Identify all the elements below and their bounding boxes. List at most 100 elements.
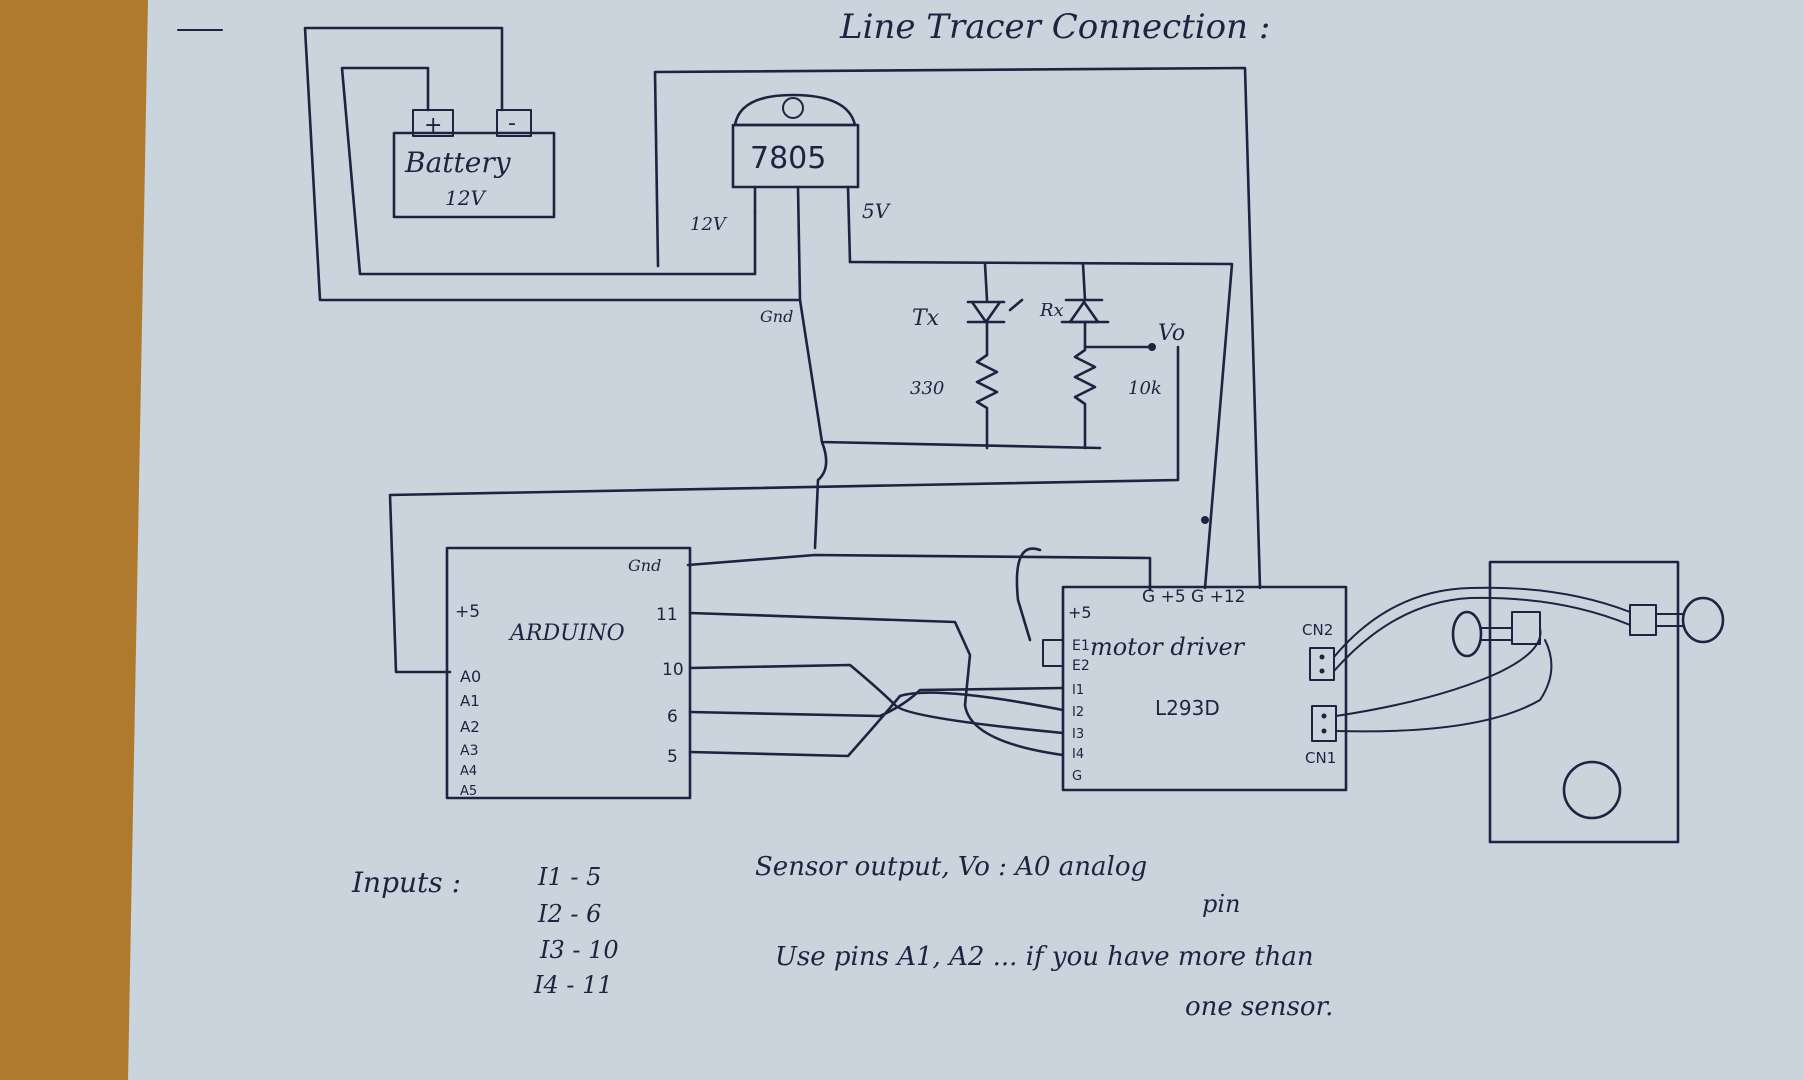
vo-to-a0-wire xyxy=(388,345,1180,674)
battery-minus-terminal xyxy=(496,109,532,137)
battery-minus-wire xyxy=(303,26,802,302)
battery-label: Battery xyxy=(404,146,512,179)
input-mapping-1: I1 - 5 xyxy=(537,863,601,891)
driver-pin-g: G xyxy=(1072,769,1082,784)
cn1-pin-a xyxy=(1321,713,1327,719)
resistor-10k-label: 10k xyxy=(1128,378,1162,399)
cn2-motor-wire-a xyxy=(1333,586,1631,658)
input-mapping-2: I2 - 6 xyxy=(537,900,601,928)
driver-label: motor driver xyxy=(1090,633,1246,661)
driver-pin-e1: E1 xyxy=(1072,638,1090,654)
tx-label: Tx xyxy=(912,306,940,331)
inputs-heading: Inputs : xyxy=(351,866,461,899)
five-volt-junction xyxy=(1201,516,1209,524)
regulator-ground-label: Gnd xyxy=(760,307,793,326)
left-wheel xyxy=(1451,610,1483,658)
paper-sheet xyxy=(128,0,1803,1080)
right-wheel xyxy=(1681,596,1725,644)
arduino-body xyxy=(445,546,692,800)
cn2-pin-a xyxy=(1319,654,1325,660)
driver-chip-label: L293D xyxy=(1155,696,1220,720)
regulator-tab xyxy=(733,93,857,127)
pin6-to-i2-wire xyxy=(688,686,1065,718)
arduino-pin-6: 6 xyxy=(667,707,678,727)
cn1-connector xyxy=(1311,705,1337,742)
pin11-to-i4-wire xyxy=(688,611,1065,757)
driver-pin-5v: +5 xyxy=(1068,603,1092,622)
input-mapping-4: I4 - 11 xyxy=(533,971,613,999)
driver-pin-i3: I3 xyxy=(1072,727,1084,742)
extra-sensor-note: Use pins A1, A2 ... if you have more tha… xyxy=(775,942,1314,972)
arduino-pin-gnd: Gnd xyxy=(628,556,661,575)
right-axle xyxy=(1655,613,1684,627)
sensor-output-note-cont: pin xyxy=(1202,890,1241,918)
driver-pin-i4: I4 xyxy=(1072,747,1084,762)
resistor-10k xyxy=(1073,320,1097,450)
driver-pin-e2: E2 xyxy=(1072,658,1090,674)
arduino-label: ARDUINO xyxy=(508,621,625,646)
cn2-connector xyxy=(1309,647,1335,681)
driver-top-pins: G +5 G +12 xyxy=(1142,587,1246,607)
arduino-pin-a2: A2 xyxy=(460,718,480,736)
arduino-pin-5v: +5 xyxy=(455,602,480,622)
cn1-label: CN1 xyxy=(1305,749,1336,767)
five-volt-rail xyxy=(848,260,1234,590)
regulator-body xyxy=(731,123,860,189)
twelve-volt-rail xyxy=(653,66,1262,590)
cn1-motor-wire-a xyxy=(1335,627,1542,717)
arduino-pin-a0: A0 xyxy=(460,667,481,686)
battery-voltage: 12V xyxy=(445,186,487,210)
battery-plus-terminal xyxy=(412,109,454,137)
battery-body xyxy=(392,131,556,219)
cn2-motor-wire-b xyxy=(1333,596,1631,672)
regulator-mount-hole xyxy=(782,97,804,119)
right-motor xyxy=(1629,604,1657,636)
caster-wheel xyxy=(1562,760,1622,820)
rx-label: Rx xyxy=(1039,300,1064,321)
arduino-pin-10: 10 xyxy=(662,660,684,680)
sensor-supply-wire xyxy=(983,262,1087,302)
battery-minus-label: - xyxy=(508,111,516,136)
arduino-pin-a1: A1 xyxy=(460,692,480,710)
regulator-label: 7805 xyxy=(750,141,826,176)
diagram-title: Line Tracer Connection : xyxy=(839,7,1270,47)
battery-component: + - Battery 12V xyxy=(392,109,556,219)
resistor-330 xyxy=(975,320,999,450)
driver-pin-i1: I1 xyxy=(1072,683,1084,698)
ground-to-arduino-wire xyxy=(813,440,828,550)
input-mapping-3: I3 - 10 xyxy=(539,936,619,964)
pin5-to-i1-wire xyxy=(688,691,1065,758)
arduino-board: ARDUINO +5 A0 A1 A2 A3 A4 A5 Gnd 11 10 6… xyxy=(445,546,692,800)
regulator-7805: 7805 xyxy=(731,93,860,189)
regulator-input-label: 12V xyxy=(690,214,728,235)
arduino-pin-11: 11 xyxy=(656,605,678,625)
cn2-pin-b xyxy=(1319,668,1325,674)
regulator-output-label: 5V xyxy=(862,199,892,223)
ir-sensor-circuit: Tx 330 Rx 10k Vo xyxy=(910,298,1185,450)
pin10-to-i3-wire xyxy=(688,663,1065,735)
regulator-ground-pin xyxy=(796,185,802,302)
vo-terminal xyxy=(1148,343,1156,351)
ground-bus-lower xyxy=(686,553,1152,592)
resistor-330-label: 330 xyxy=(910,378,944,399)
motor-driver-l293d: G +5 G +12 motor driver L293D +5 E1 E2 I… xyxy=(1042,585,1348,792)
cn2-label: CN2 xyxy=(1302,621,1333,639)
battery-plus-wire xyxy=(340,66,757,276)
arduino-pin-a3: A3 xyxy=(460,743,478,759)
extra-sensor-note-cont: one sensor. xyxy=(1185,992,1333,1022)
cn1-motor-wire-b xyxy=(1335,639,1553,733)
battery-plus-label: + xyxy=(424,113,442,138)
chassis-outline xyxy=(1488,560,1680,844)
sensor-output-note: Sensor output, Vo : A0 analog xyxy=(755,852,1147,882)
enable-jumper-block xyxy=(1042,639,1064,667)
arduino-pin-5: 5 xyxy=(667,747,678,767)
driver-body xyxy=(1061,585,1348,792)
regulator-output-pin xyxy=(846,185,852,264)
vo-label: Vo xyxy=(1158,321,1185,346)
driver-pin-i2: I2 xyxy=(1072,705,1084,720)
arduino-pin-a4: A4 xyxy=(460,764,477,779)
left-axle xyxy=(1480,627,1513,641)
notes-section: Inputs : I1 - 5 I2 - 6 I3 - 10 I4 - 11 S… xyxy=(351,852,1333,1022)
